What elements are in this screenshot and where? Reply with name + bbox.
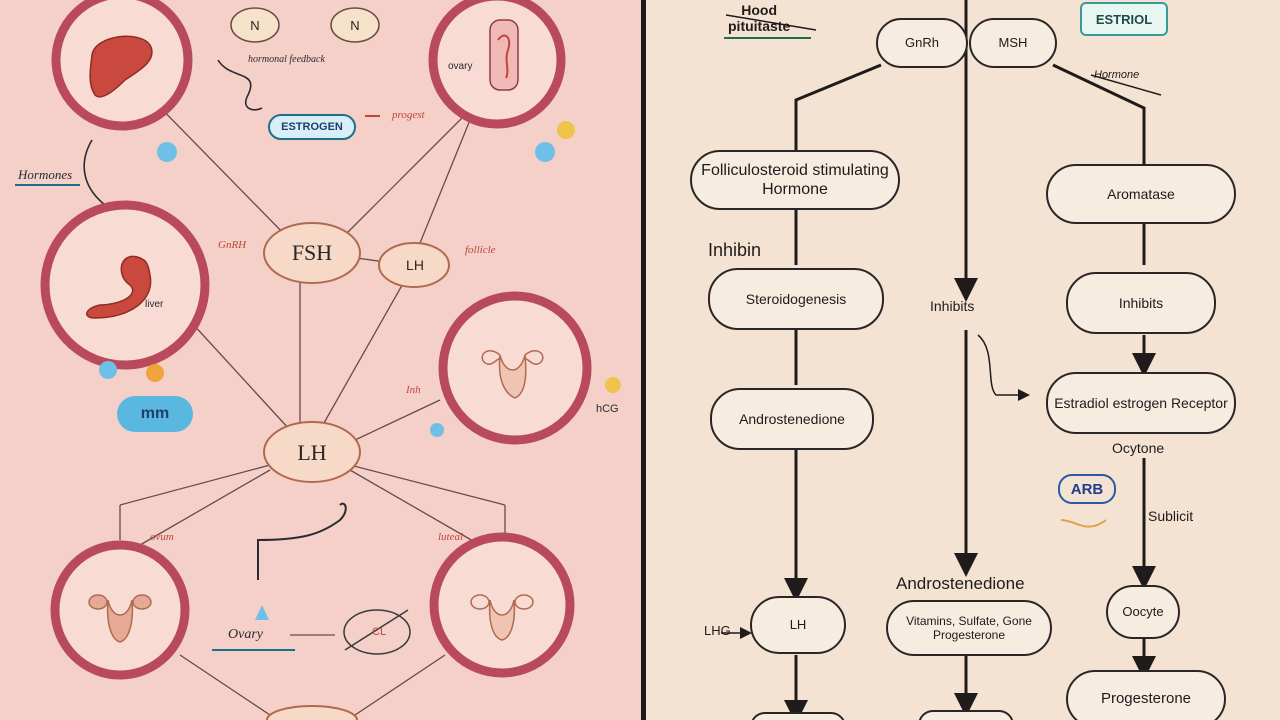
scribble-line xyxy=(257,502,347,580)
sublicit-label: Sublicit xyxy=(1148,508,1194,524)
connector-line xyxy=(179,309,291,431)
organ-rings xyxy=(40,0,592,680)
ocytone-label: Ocytone xyxy=(1112,440,1165,456)
top-label-line1: Hood xyxy=(741,2,777,18)
top-tag-left-label: N xyxy=(250,17,260,33)
drop-icon xyxy=(255,605,269,620)
blue-dot-icon xyxy=(99,361,117,379)
inhibin-label: Inhibin xyxy=(708,240,762,260)
scribble-line xyxy=(217,59,263,111)
bottom-ellipse xyxy=(343,609,411,655)
panel-divider xyxy=(641,0,646,720)
blue-dot-icon xyxy=(157,142,177,162)
connector-line xyxy=(354,399,441,441)
top-tag-right xyxy=(330,7,380,43)
stomach-icon xyxy=(86,255,152,319)
ovary-bottom-label: Ovary xyxy=(228,627,263,642)
bracket-line xyxy=(83,139,106,206)
orange-dot-icon xyxy=(146,364,164,382)
curve-arrow-icon xyxy=(977,334,1030,401)
estrogen-badge: ESTROGEN xyxy=(268,114,356,140)
flow-arrow-icon xyxy=(794,63,882,150)
ring-ovary-bottom-right xyxy=(429,532,575,678)
right-panel: Hood pituitaste GnRh MSH ESTRIOL Hormone… xyxy=(646,0,1280,720)
connector-line xyxy=(319,279,406,431)
top-label: Hood pituitaste xyxy=(728,2,790,34)
progest-label: progest xyxy=(392,109,425,121)
inh-label: Inh xyxy=(406,384,421,396)
accent-curve xyxy=(1060,519,1107,528)
node-lh: LH xyxy=(750,596,846,654)
annot-line xyxy=(725,14,817,31)
node-vitamins: Vitamins, Sulfate, Gone Progesterone xyxy=(886,600,1052,656)
liver-icon xyxy=(89,35,153,98)
ovum-label: ovum xyxy=(150,531,174,543)
top-tag-right-label: N xyxy=(350,17,360,33)
arb-badge: ARB xyxy=(1058,474,1116,504)
hub-lh-small-label: LH xyxy=(406,257,424,273)
organ-label: ovary xyxy=(448,61,473,72)
hub-lh-label: LH xyxy=(297,440,327,465)
node-oocyte: Oocyte xyxy=(1106,585,1180,639)
androstenedione-lower-label: Androstenedione xyxy=(896,574,1025,593)
node-bottom-center-partial xyxy=(918,710,1014,720)
estriol-badge: ESTRIOL xyxy=(1080,2,1168,36)
node-msh: MSH xyxy=(969,18,1057,68)
ellipse-slash xyxy=(344,609,409,651)
hub-lh xyxy=(263,421,361,483)
connector-line xyxy=(139,469,271,546)
ovary-icon xyxy=(470,594,534,641)
node-gnrh: GnRh xyxy=(876,18,968,68)
node-fsh: Folliculosteroid stimulating Hormone xyxy=(690,150,900,210)
uterus-icon xyxy=(489,19,519,91)
ellipse-label: CL xyxy=(372,626,387,638)
connector-line xyxy=(339,94,486,241)
lhg-label: LHG xyxy=(704,623,731,638)
connector-line xyxy=(417,119,471,249)
ring-ovary-bottom-left xyxy=(50,540,190,680)
hub-fsh xyxy=(263,222,361,284)
connector-line xyxy=(349,469,481,546)
connector-line xyxy=(349,464,506,506)
node-progesterone: Progesterone xyxy=(1066,670,1226,720)
top-label-line2: pituitaste xyxy=(728,18,791,35)
left-diagram-lines xyxy=(15,0,621,720)
inhibits-center-label: Inhibits xyxy=(930,298,975,314)
liver-label: liver xyxy=(145,299,164,310)
node-aromatase: Aromatase xyxy=(1046,164,1236,224)
hormones-label: Hormones xyxy=(18,167,73,182)
ovary-icon xyxy=(481,350,544,399)
follicle-label: follicle xyxy=(465,244,496,256)
ring-stomach xyxy=(40,200,210,370)
blue-dot-icon xyxy=(535,142,555,162)
yellow-dot-icon xyxy=(557,121,575,139)
hub-bottom-partial xyxy=(266,705,358,720)
connector-line xyxy=(179,654,271,716)
gnrh-label: GnRH xyxy=(218,239,247,251)
node-bottom-left-partial xyxy=(750,712,846,720)
node-steroidogenesis: Steroidogenesis xyxy=(708,268,884,330)
yellow-dot-icon xyxy=(605,377,621,393)
ring-ovary-right xyxy=(438,291,592,445)
connector-line xyxy=(354,654,446,716)
luteal-label: luteal xyxy=(438,531,464,543)
hub-fsh-label: FSH xyxy=(291,240,333,265)
node-inhibits: Inhibits xyxy=(1066,272,1216,334)
hub-lh-small xyxy=(378,242,450,288)
node-androstenedione: Androstenedione xyxy=(710,388,874,450)
hormone-annotation: Hormone xyxy=(1094,69,1140,81)
blue-dot-icon xyxy=(430,423,444,437)
hcg-label: hCG xyxy=(596,403,619,415)
bottom-left-badge: mm xyxy=(117,396,193,432)
top-tag-left xyxy=(230,7,280,43)
connector-line xyxy=(147,94,291,241)
left-panel: FSH LH LH N N hormonal feedback ovary ES… xyxy=(0,0,641,720)
scribble-label: hormonal feedback xyxy=(248,54,325,65)
ovary-icon xyxy=(88,594,152,643)
annot-line xyxy=(1090,74,1162,96)
connector-line xyxy=(119,464,271,506)
node-estradiol: Estradiol estrogen Receptor xyxy=(1046,372,1236,434)
flow-arrow-icon xyxy=(1052,63,1146,165)
